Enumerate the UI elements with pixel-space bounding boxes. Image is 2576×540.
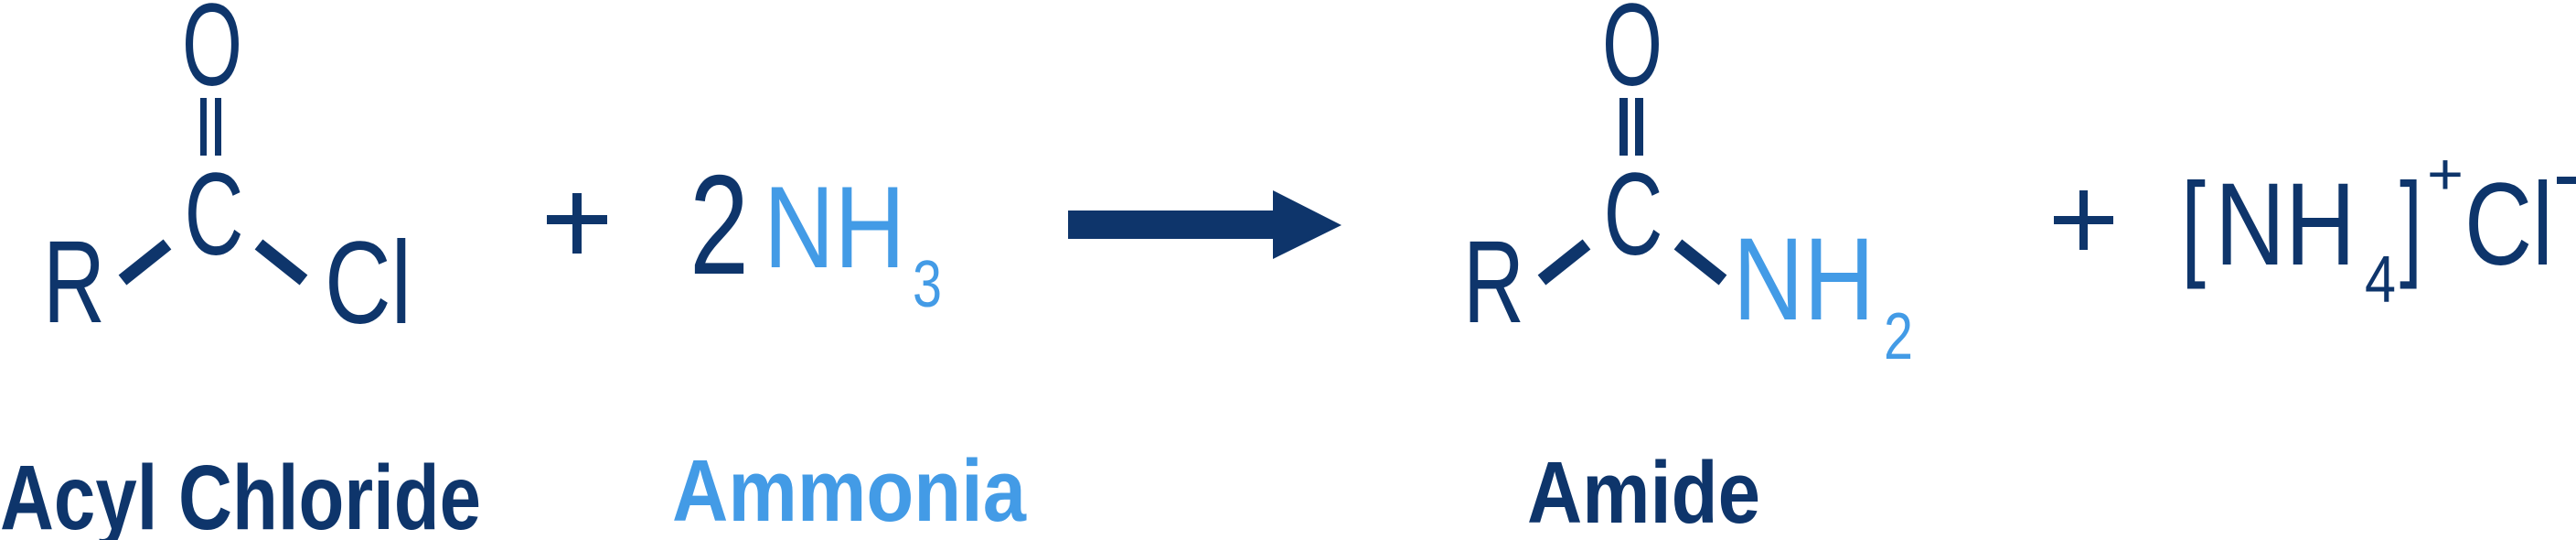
atom-carbon: C bbox=[185, 149, 244, 280]
ammonium-subscript: 4 bbox=[2365, 243, 2396, 317]
cation-charge: + bbox=[2427, 141, 2464, 207]
bond-c-cl bbox=[254, 239, 308, 286]
anion-charge bbox=[2557, 177, 2576, 184]
plus-sign-1 bbox=[547, 193, 607, 254]
plus-sign-2 bbox=[2054, 190, 2113, 250]
double-bond-line-right bbox=[1635, 98, 1643, 156]
ammonium-chloride-formula: [ NH 4 ] + Cl bbox=[2181, 141, 2576, 317]
label-acyl-chloride: Acyl Chloride bbox=[0, 447, 481, 540]
coefficient: 2 bbox=[689, 146, 749, 304]
label-amide: Amide bbox=[1527, 444, 1760, 540]
atom-oxygen: O bbox=[182, 0, 242, 111]
atom-r-group: R bbox=[43, 217, 105, 348]
open-bracket: [ bbox=[2181, 159, 2206, 290]
ammonia-subscript: 3 bbox=[913, 248, 942, 321]
atom-chlorine: Cl bbox=[325, 218, 412, 349]
atom-r-group: R bbox=[1463, 217, 1524, 348]
label-ammonia: Ammonia bbox=[672, 442, 1027, 540]
amide-subscript: 2 bbox=[1884, 300, 1913, 373]
amide-nh: NH bbox=[1733, 214, 1875, 345]
atom-carbon: C bbox=[1604, 149, 1663, 280]
reaction-arrow-icon bbox=[1068, 190, 1341, 259]
ammonium-nh: NH bbox=[2215, 159, 2356, 290]
double-bond-line-right bbox=[215, 98, 221, 156]
ammonia-formula: 2 NH 3 bbox=[689, 146, 942, 321]
amide-structure: O C R NH 2 bbox=[1463, 0, 1913, 373]
ammonia-nh: NH bbox=[764, 162, 905, 292]
acyl-chloride-structure: O C R Cl bbox=[43, 0, 412, 349]
anion-cl: Cl bbox=[2464, 159, 2553, 290]
close-bracket: ] bbox=[2400, 159, 2422, 290]
double-bond-line-left bbox=[200, 98, 207, 156]
atom-oxygen: O bbox=[1602, 0, 1662, 111]
bond-c-n bbox=[1673, 239, 1727, 286]
bond-r-c bbox=[1537, 239, 1591, 286]
double-bond-line-left bbox=[1619, 98, 1628, 156]
bond-r-c bbox=[118, 239, 172, 286]
